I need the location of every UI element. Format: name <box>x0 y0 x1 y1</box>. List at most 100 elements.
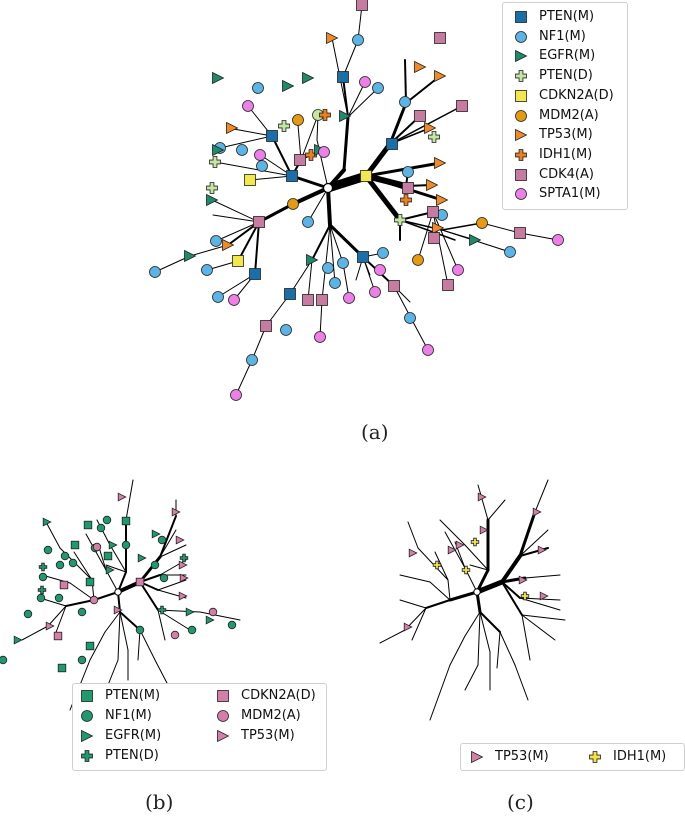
panel-b-node <box>121 516 131 526</box>
panel-a-node <box>306 253 319 267</box>
panel-b-node <box>205 615 215 625</box>
tree-edge <box>89 631 106 661</box>
tree-edge <box>329 224 344 264</box>
panel-b-node <box>179 573 189 583</box>
triangle-symbol <box>471 750 484 764</box>
panel-a-node <box>278 120 290 132</box>
tree-edge <box>96 519 111 546</box>
tree-edge <box>429 664 451 721</box>
panel-b-node <box>157 535 167 545</box>
panel-a-node <box>394 214 406 226</box>
tree-edge <box>104 611 121 633</box>
plus-legend-icon <box>589 751 601 763</box>
circle-legend-icon <box>217 710 229 722</box>
panel-b-node <box>38 572 48 582</box>
panel-a-node <box>552 234 564 246</box>
panel-a-node <box>322 262 334 274</box>
tree-edge <box>105 564 127 573</box>
panel-a-node <box>360 170 372 182</box>
panel-c-node <box>477 492 487 502</box>
panel-a-node <box>426 178 439 192</box>
tree-edge <box>157 609 166 641</box>
triangle-symbol <box>515 129 528 142</box>
tree-edge <box>399 574 431 583</box>
panel-b-node <box>13 635 23 645</box>
panel-a-node <box>318 146 330 158</box>
panel-a-node <box>414 110 426 122</box>
panel-a-node <box>476 217 488 229</box>
circle-symbol <box>515 30 527 43</box>
panel-b-root <box>114 588 122 596</box>
panel-b-node <box>171 507 181 517</box>
panel-b-node <box>70 540 80 550</box>
panel-b-node <box>178 591 188 601</box>
panel-a-node <box>356 0 368 11</box>
panel-a-node <box>206 182 218 194</box>
panel-a-node <box>422 344 434 356</box>
triangle-legend-icon <box>81 729 94 743</box>
panel-b-node <box>121 540 131 550</box>
plus-symbol <box>515 148 527 161</box>
plus-symbol <box>81 750 93 762</box>
panel-a-node <box>339 109 352 123</box>
panel-a-node <box>369 286 381 298</box>
panel-a-node <box>514 227 526 239</box>
circle-legend-icon <box>81 710 93 722</box>
panel-c-root <box>473 588 481 596</box>
panel-a-node <box>302 71 315 85</box>
panel-a-node <box>316 294 328 306</box>
panel-a-node <box>428 232 440 244</box>
panel-b-node <box>157 605 167 615</box>
tree-edge <box>501 581 523 616</box>
tree-edge <box>326 186 332 227</box>
panel-c-node <box>479 525 489 535</box>
panel-a-node <box>222 238 235 252</box>
panel-a-node <box>284 288 296 300</box>
tree-edge <box>154 659 169 686</box>
legend-b-label: PTEN(M) <box>105 688 161 703</box>
panel-c-node <box>403 622 413 632</box>
circle-legend-icon <box>515 109 527 122</box>
panel-a-node <box>452 264 464 276</box>
panel-a-node <box>400 194 412 206</box>
panel-a-node <box>337 257 349 269</box>
tree-edge <box>481 222 521 234</box>
circle-legend-icon <box>515 30 527 43</box>
panel-a-node <box>206 193 219 207</box>
panel-b-node <box>57 663 67 673</box>
panel-b-node <box>85 641 95 651</box>
legend-a-label: IDH1(M) <box>539 146 593 162</box>
panel-c-node <box>520 591 530 601</box>
panel-a-node <box>294 154 306 166</box>
tree-edge <box>475 568 490 594</box>
panel-a-node <box>352 34 364 46</box>
legend-a-label: SPTA1(M) <box>539 186 601 202</box>
panel-a-node <box>326 31 339 45</box>
tree-edge <box>307 187 329 223</box>
circle-legend-icon <box>515 188 527 201</box>
panel-a-node <box>427 206 439 218</box>
panel-b-node <box>105 565 115 575</box>
panel-c-node <box>470 537 480 547</box>
tree-edge <box>477 611 481 666</box>
tree-edge <box>524 574 561 579</box>
tree-edge <box>117 611 121 661</box>
tree-edge <box>477 484 489 521</box>
panel-a-node <box>424 121 437 135</box>
tree-edge <box>521 614 531 661</box>
panel-a-node <box>212 291 224 303</box>
panel-a-node <box>434 69 447 83</box>
tree-edge <box>518 510 537 558</box>
panel-b-node <box>150 560 160 570</box>
panel-b-node <box>77 655 87 665</box>
legend-a-label: EGFR(M) <box>539 48 596 64</box>
panel-a-node <box>256 160 268 172</box>
tree-edge <box>514 664 529 701</box>
tree-edge <box>474 579 505 595</box>
panel-c-node <box>432 560 442 570</box>
panel-b-node <box>68 558 78 568</box>
tree-edge <box>54 605 67 636</box>
caption-a: (a) <box>361 420 389 444</box>
panel-a-node <box>372 82 384 94</box>
legend-a-label: MDM2(A) <box>539 107 599 123</box>
